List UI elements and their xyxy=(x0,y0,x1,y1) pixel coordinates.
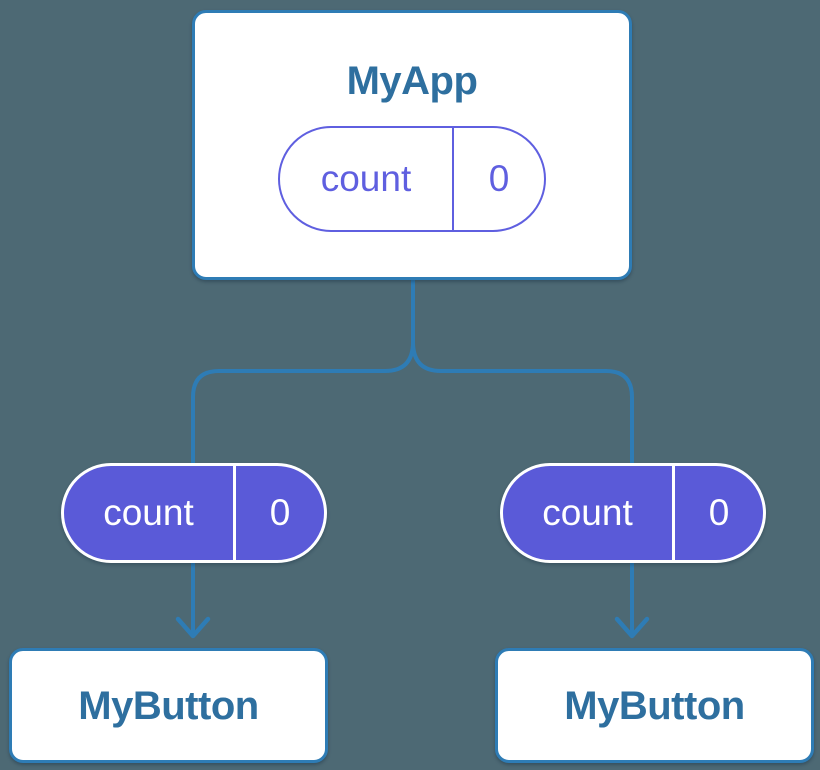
arrow-down-icon xyxy=(614,616,650,639)
pill-divider xyxy=(672,466,675,560)
state-name-label: count xyxy=(542,492,633,533)
pill-divider xyxy=(452,128,454,230)
state-pill-right-child: count 0 xyxy=(500,463,766,563)
node-myapp: MyApp count 0 xyxy=(192,10,632,280)
state-name-label: count xyxy=(103,492,194,533)
node-mybutton-right: MyButton xyxy=(495,648,814,763)
node-mybutton-left: MyButton xyxy=(9,648,328,763)
state-pill-root: count 0 xyxy=(278,126,546,232)
node-mybutton-title: MyButton xyxy=(78,683,259,728)
state-value: 0 xyxy=(269,492,291,533)
state-value: 0 xyxy=(708,492,730,533)
node-myapp-title: MyApp xyxy=(346,59,478,103)
connector-branch-right xyxy=(411,341,634,633)
node-mybutton-title: MyButton xyxy=(564,683,745,728)
arrow-down-icon xyxy=(175,616,211,639)
state-value: 0 xyxy=(488,158,510,199)
connector-branch-left xyxy=(191,341,415,633)
pill-divider xyxy=(233,466,236,560)
state-name-label: count xyxy=(320,158,412,199)
state-pill-left-child: count 0 xyxy=(61,463,327,563)
